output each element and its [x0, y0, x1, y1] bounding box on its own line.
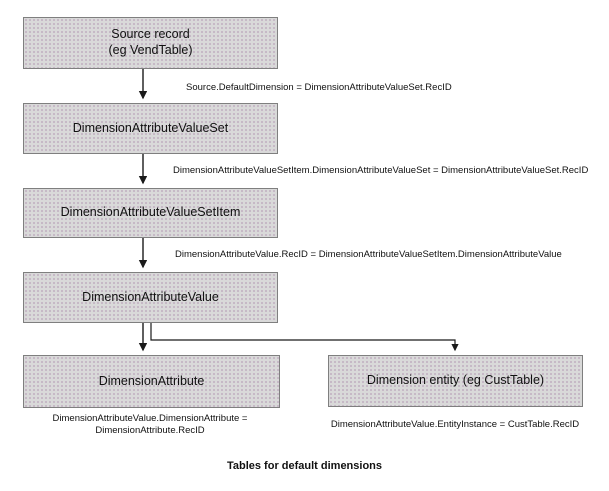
- box-dimension-attribute-value-set-label: DimensionAttributeValueSet: [72, 120, 229, 135]
- edge-label-valueset-to-valuesetitem: DimensionAttributeValueSetItem.Dimension…: [173, 165, 589, 176]
- edge-label-source-to-valueset: Source.DefaultDimension = DimensionAttri…: [186, 82, 452, 93]
- box-dimension-attribute-value-set-item: DimensionAttributeValueSetItem: [23, 188, 278, 238]
- edge-label-value-to-attribute: DimensionAttributeValue.DimensionAttribu…: [52, 413, 248, 436]
- edge-label-value-to-entity: DimensionAttributeValue.EntityInstance =…: [330, 419, 580, 430]
- edge-label-valuesetitem-to-value: DimensionAttributeValue.RecID = Dimensio…: [175, 249, 562, 260]
- box-source-record: Source record (eg VendTable): [23, 17, 278, 69]
- box-dimension-attribute-value-set-item-label: DimensionAttributeValueSetItem: [60, 205, 241, 220]
- box-dimension-attribute-value: DimensionAttributeValue: [23, 272, 278, 323]
- box-dimension-entity-label: Dimension entity (eg CustTable): [366, 373, 545, 388]
- box-dimension-attribute-value-set: DimensionAttributeValueSet: [23, 103, 278, 154]
- box-dimension-entity: Dimension entity (eg CustTable): [328, 355, 583, 407]
- box-source-record-label: Source record (eg VendTable): [108, 27, 193, 57]
- box-dimension-attribute: DimensionAttribute: [23, 355, 280, 408]
- arrow-value-to-entity: [150, 323, 459, 352]
- box-dimension-attribute-value-label: DimensionAttributeValue: [82, 289, 219, 304]
- box-dimension-attribute-label: DimensionAttribute: [98, 373, 205, 388]
- diagram-caption: Tables for default dimensions: [226, 460, 383, 472]
